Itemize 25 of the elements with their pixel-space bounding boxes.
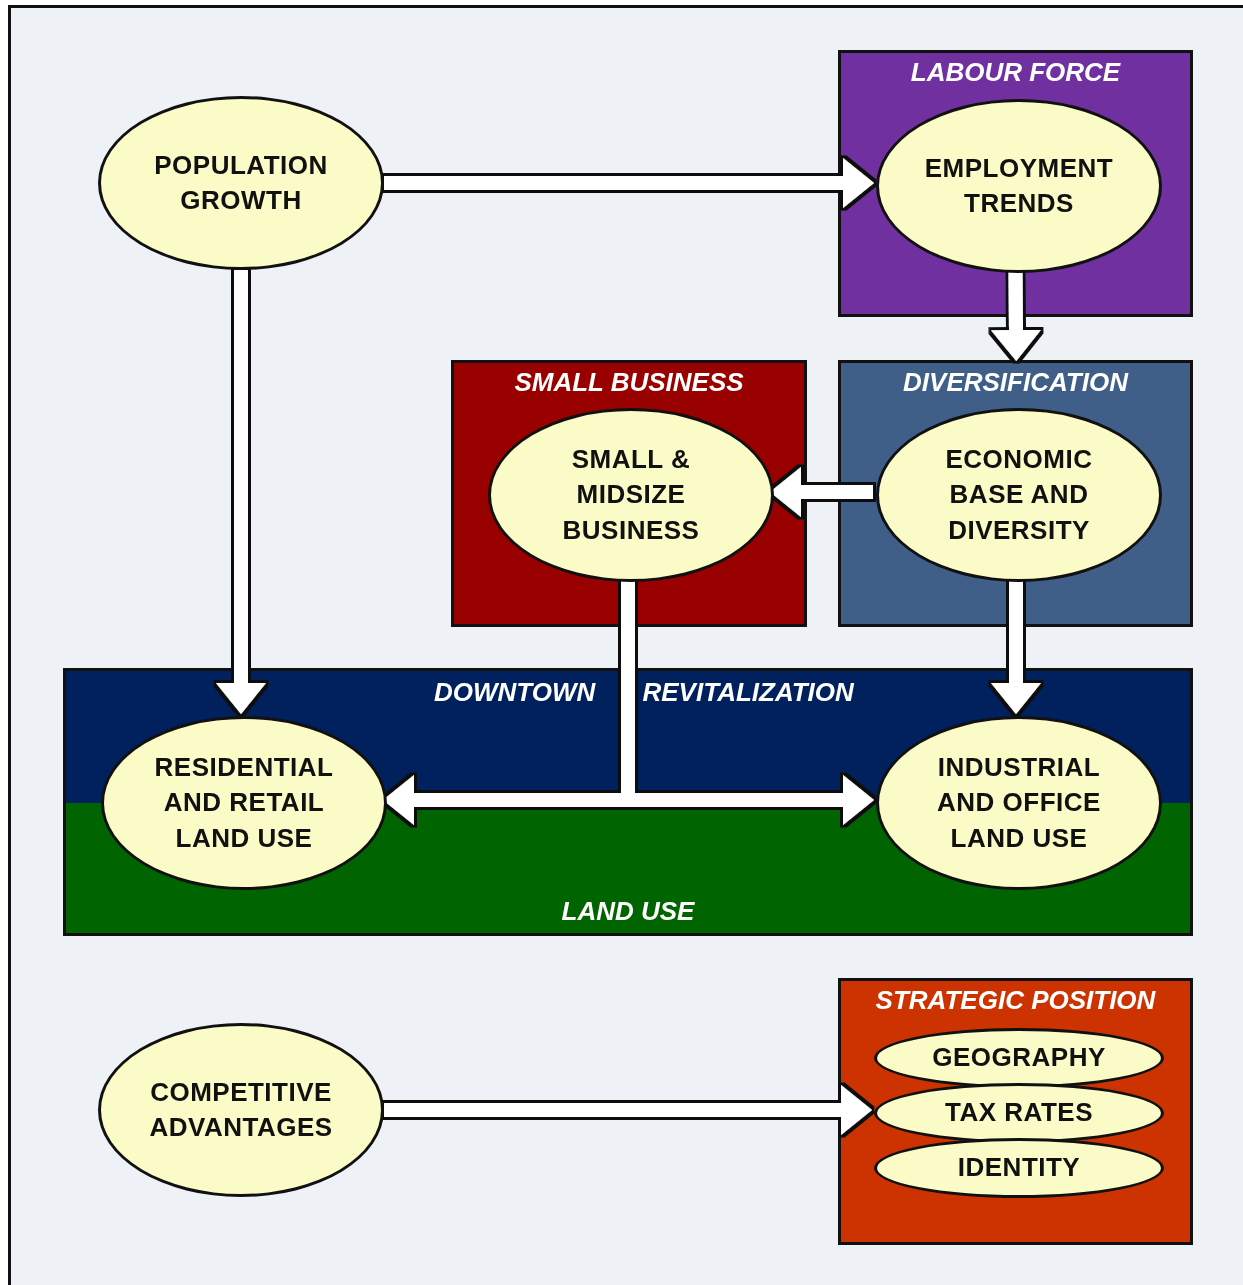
- node-label: RESIDENTIAL AND RETAIL LAND USE: [153, 751, 335, 855]
- node-label: SMALL & MIDSIZE BUSINESS: [561, 443, 701, 547]
- node-label: COMPETITIVE ADVANTAGES: [148, 1075, 334, 1144]
- node-label: TAX RATES: [944, 1096, 1094, 1130]
- group-title: LAND USE: [560, 896, 696, 927]
- group-title: LABOUR FORCE: [909, 57, 1122, 88]
- group-panel: [63, 668, 1193, 936]
- node-label: EMPLOYMENT TRENDS: [923, 151, 1115, 220]
- node-label: INDUSTRIAL AND OFFICE LAND USE: [936, 751, 1102, 855]
- group-panel: [838, 360, 1193, 627]
- arrow: [216, 270, 266, 714]
- group-title: DOWNTOWN REVITALIZATION: [434, 677, 854, 708]
- group-panel: [838, 978, 1193, 1245]
- arrow: [384, 158, 874, 208]
- group-panel: [838, 50, 1193, 317]
- arrow: [991, 579, 1041, 714]
- node-label: POPULATION GROWTH: [153, 148, 329, 217]
- group-panel: [451, 360, 807, 627]
- group-title: STRATEGIC POSITION: [874, 985, 1157, 1016]
- node-label: ECONOMIC BASE AND DIVERSITY: [944, 443, 1094, 547]
- node-label: IDENTITY: [956, 1151, 1082, 1185]
- group-title: DIVERSIFICATION: [902, 367, 1130, 398]
- node-label: GEOGRAPHY: [931, 1041, 1107, 1075]
- group-title: SMALL BUSINESS: [513, 367, 745, 398]
- arrow: [384, 1085, 872, 1135]
